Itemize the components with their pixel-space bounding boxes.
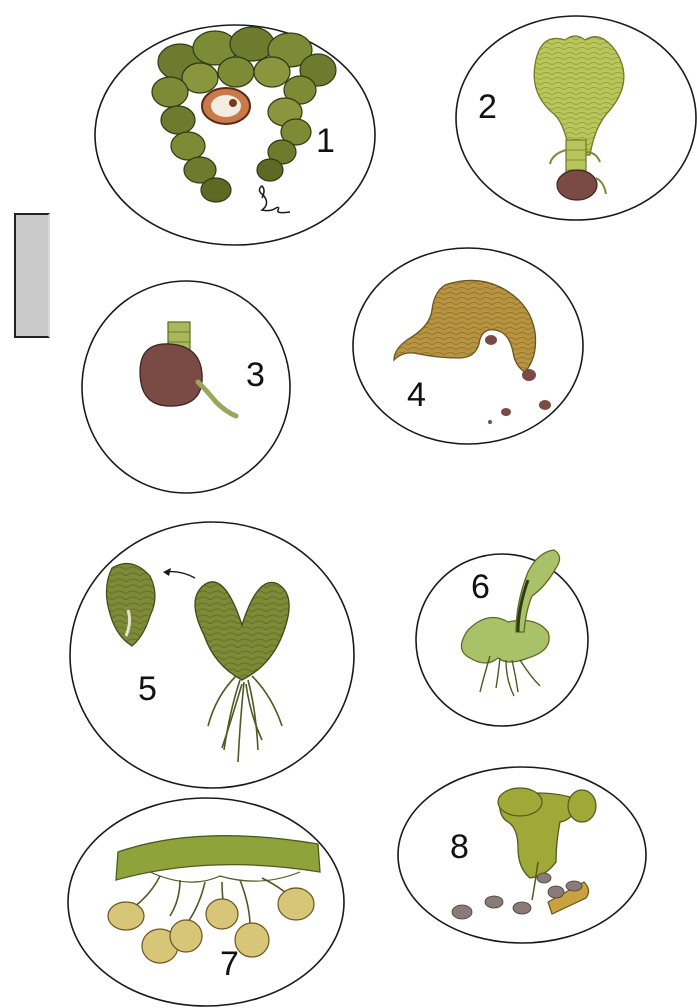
stage-1-group: 1 bbox=[95, 25, 375, 245]
stage-4-label: 4 bbox=[407, 376, 426, 414]
stage-7-group: 7 bbox=[68, 798, 344, 1006]
stage-8-label: 8 bbox=[450, 828, 469, 866]
stage-3-label: 3 bbox=[246, 356, 265, 394]
stage-5-label: 5 bbox=[138, 670, 157, 708]
stage-1-sperm-squiggle bbox=[259, 186, 290, 213]
stage-6-group: 6 bbox=[416, 550, 588, 726]
stage-5-small-prothallus bbox=[106, 564, 155, 647]
stage-6-label: 6 bbox=[471, 568, 490, 606]
stage-2-label: 2 bbox=[478, 88, 497, 126]
stage-4-group: 4 bbox=[353, 248, 583, 444]
stage-5-rhizoids bbox=[208, 676, 282, 762]
stage-7-leaf-section bbox=[116, 836, 320, 882]
stage-8-sporangium bbox=[452, 788, 596, 919]
stage-2-young-prothallus bbox=[534, 36, 624, 200]
stage-1-spore bbox=[202, 88, 250, 124]
stage-5-circle bbox=[70, 522, 354, 788]
stage-2-group: 2 bbox=[456, 16, 696, 220]
stage-7-sporangia bbox=[108, 876, 314, 963]
stage-5-heart-prothallus bbox=[195, 582, 289, 762]
stage-5-group: 5 bbox=[70, 522, 354, 788]
stage-7-label: 7 bbox=[220, 945, 239, 983]
stage-3-group: 3 bbox=[82, 281, 290, 493]
stage-8-group: 8 bbox=[398, 767, 646, 943]
stage-1-label: 1 bbox=[316, 122, 335, 160]
stage-3-germinating-spore bbox=[140, 322, 236, 416]
